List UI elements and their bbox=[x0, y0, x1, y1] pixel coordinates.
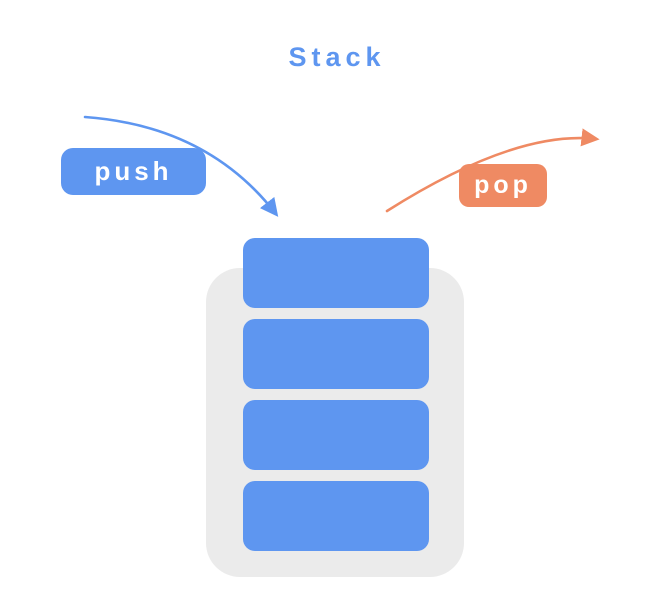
stack-block bbox=[243, 400, 429, 470]
stack-block bbox=[243, 238, 429, 308]
diagram-title: Stack bbox=[288, 42, 386, 72]
pop-badge: pop bbox=[459, 164, 547, 207]
stack-blocks bbox=[243, 238, 429, 562]
stack-block bbox=[243, 481, 429, 551]
stack-block bbox=[243, 319, 429, 389]
push-badge: push bbox=[61, 148, 206, 195]
